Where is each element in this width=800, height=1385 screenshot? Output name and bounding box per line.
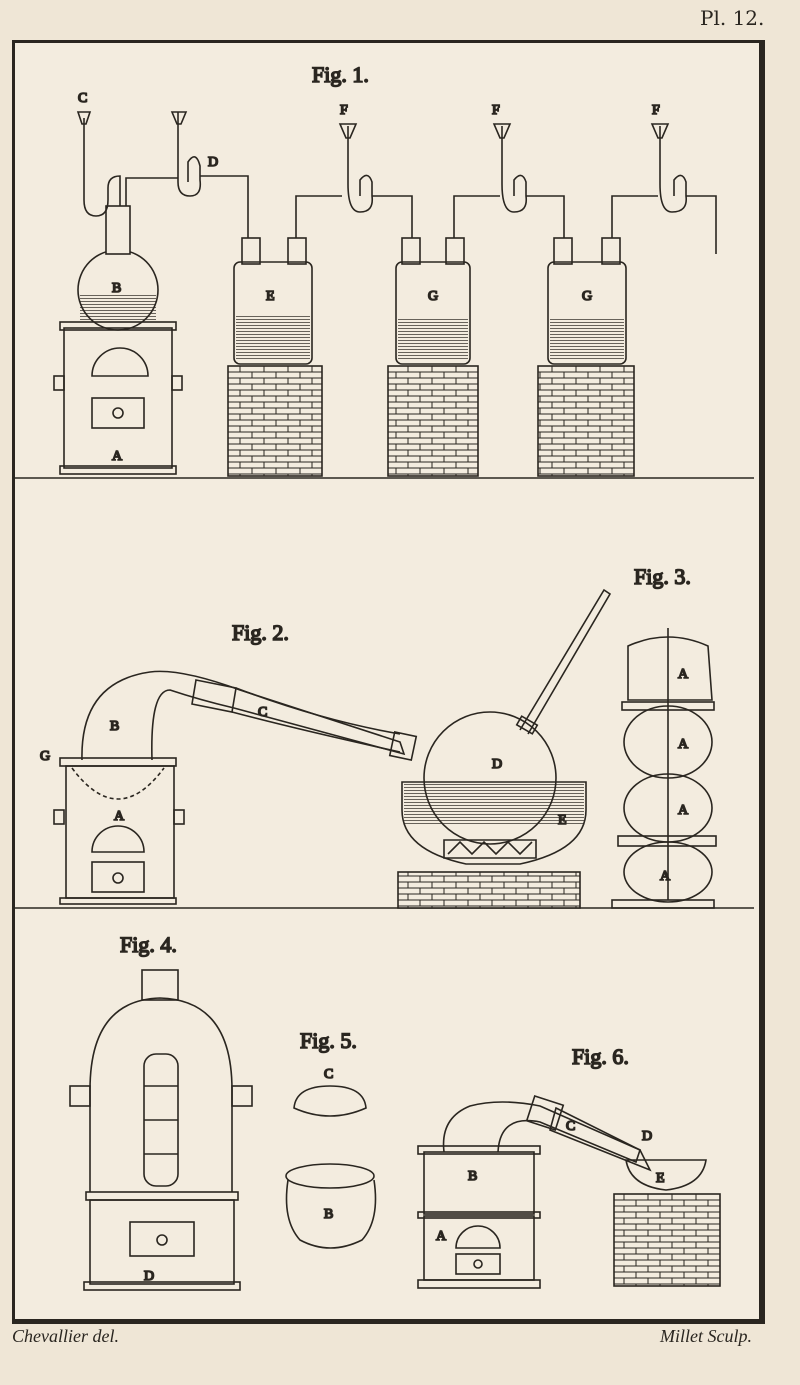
label: E (558, 813, 567, 828)
figure-title: Fig. 1. (312, 62, 369, 87)
label: D (492, 757, 502, 772)
label: B (468, 1169, 477, 1184)
brick-stand (387, 365, 479, 477)
furnace-dome (89, 997, 233, 1192)
label: D (642, 1129, 652, 1144)
bath (625, 1159, 707, 1191)
plate-frame (12, 40, 765, 1324)
label: C (78, 91, 87, 106)
crucible (285, 1179, 377, 1249)
figure-1: Fig. 1. C D B A E G G F F F (53, 61, 717, 477)
figure-title: Fig. 4. (120, 932, 177, 957)
brick-stand (227, 365, 323, 477)
label: G (428, 289, 438, 304)
label: B (112, 281, 121, 296)
label: A (678, 803, 689, 818)
label: G (40, 749, 50, 764)
label: B (324, 1207, 333, 1222)
retort (442, 1101, 641, 1164)
brick-stand (613, 1193, 721, 1287)
label: A (678, 667, 689, 682)
label: C (258, 705, 267, 720)
sand-bath (401, 781, 587, 865)
label: C (324, 1067, 333, 1082)
label: E (656, 1171, 665, 1186)
brick-stand (397, 871, 581, 909)
lid (293, 1085, 367, 1117)
figure-5: Fig. 5. C B (285, 1027, 377, 1249)
label: A (660, 869, 671, 884)
furnace (65, 765, 175, 899)
figure-6: Fig. 6. C D B A E (417, 1043, 721, 1289)
figure-2: Fig. 2. B C D E G A (39, 588, 612, 909)
jar (233, 237, 313, 365)
plate-number: Pl. 12. (700, 6, 765, 30)
figure-title: Fig. 5. (300, 1028, 357, 1053)
jar (395, 237, 471, 365)
engraver-credit-right: Millet Sculp. (660, 1326, 752, 1346)
label: B (110, 719, 119, 734)
furnace (423, 1151, 535, 1215)
jar (547, 237, 627, 365)
label: A (436, 1229, 447, 1244)
figure-4: Fig. 4. D (69, 931, 253, 1291)
label: E (266, 289, 275, 304)
brick-stand (537, 365, 635, 477)
figure-title: Fig. 3. (634, 564, 691, 589)
label: F (340, 103, 348, 118)
label: F (652, 103, 660, 118)
label: A (678, 737, 689, 752)
label: C (566, 1119, 575, 1134)
engraver-credit-left: Chevallier del. (12, 1326, 119, 1346)
figure-title: Fig. 2. (232, 620, 289, 645)
furnace (63, 327, 173, 469)
label: G (582, 289, 592, 304)
label: D (144, 1269, 154, 1284)
flask (423, 711, 557, 845)
label: D (208, 155, 218, 170)
label: A (114, 809, 125, 824)
figure-title: Fig. 6. (572, 1044, 629, 1069)
label: A (112, 449, 123, 464)
label: F (492, 103, 500, 118)
figure-3: Fig. 3. A A A A (611, 563, 717, 909)
